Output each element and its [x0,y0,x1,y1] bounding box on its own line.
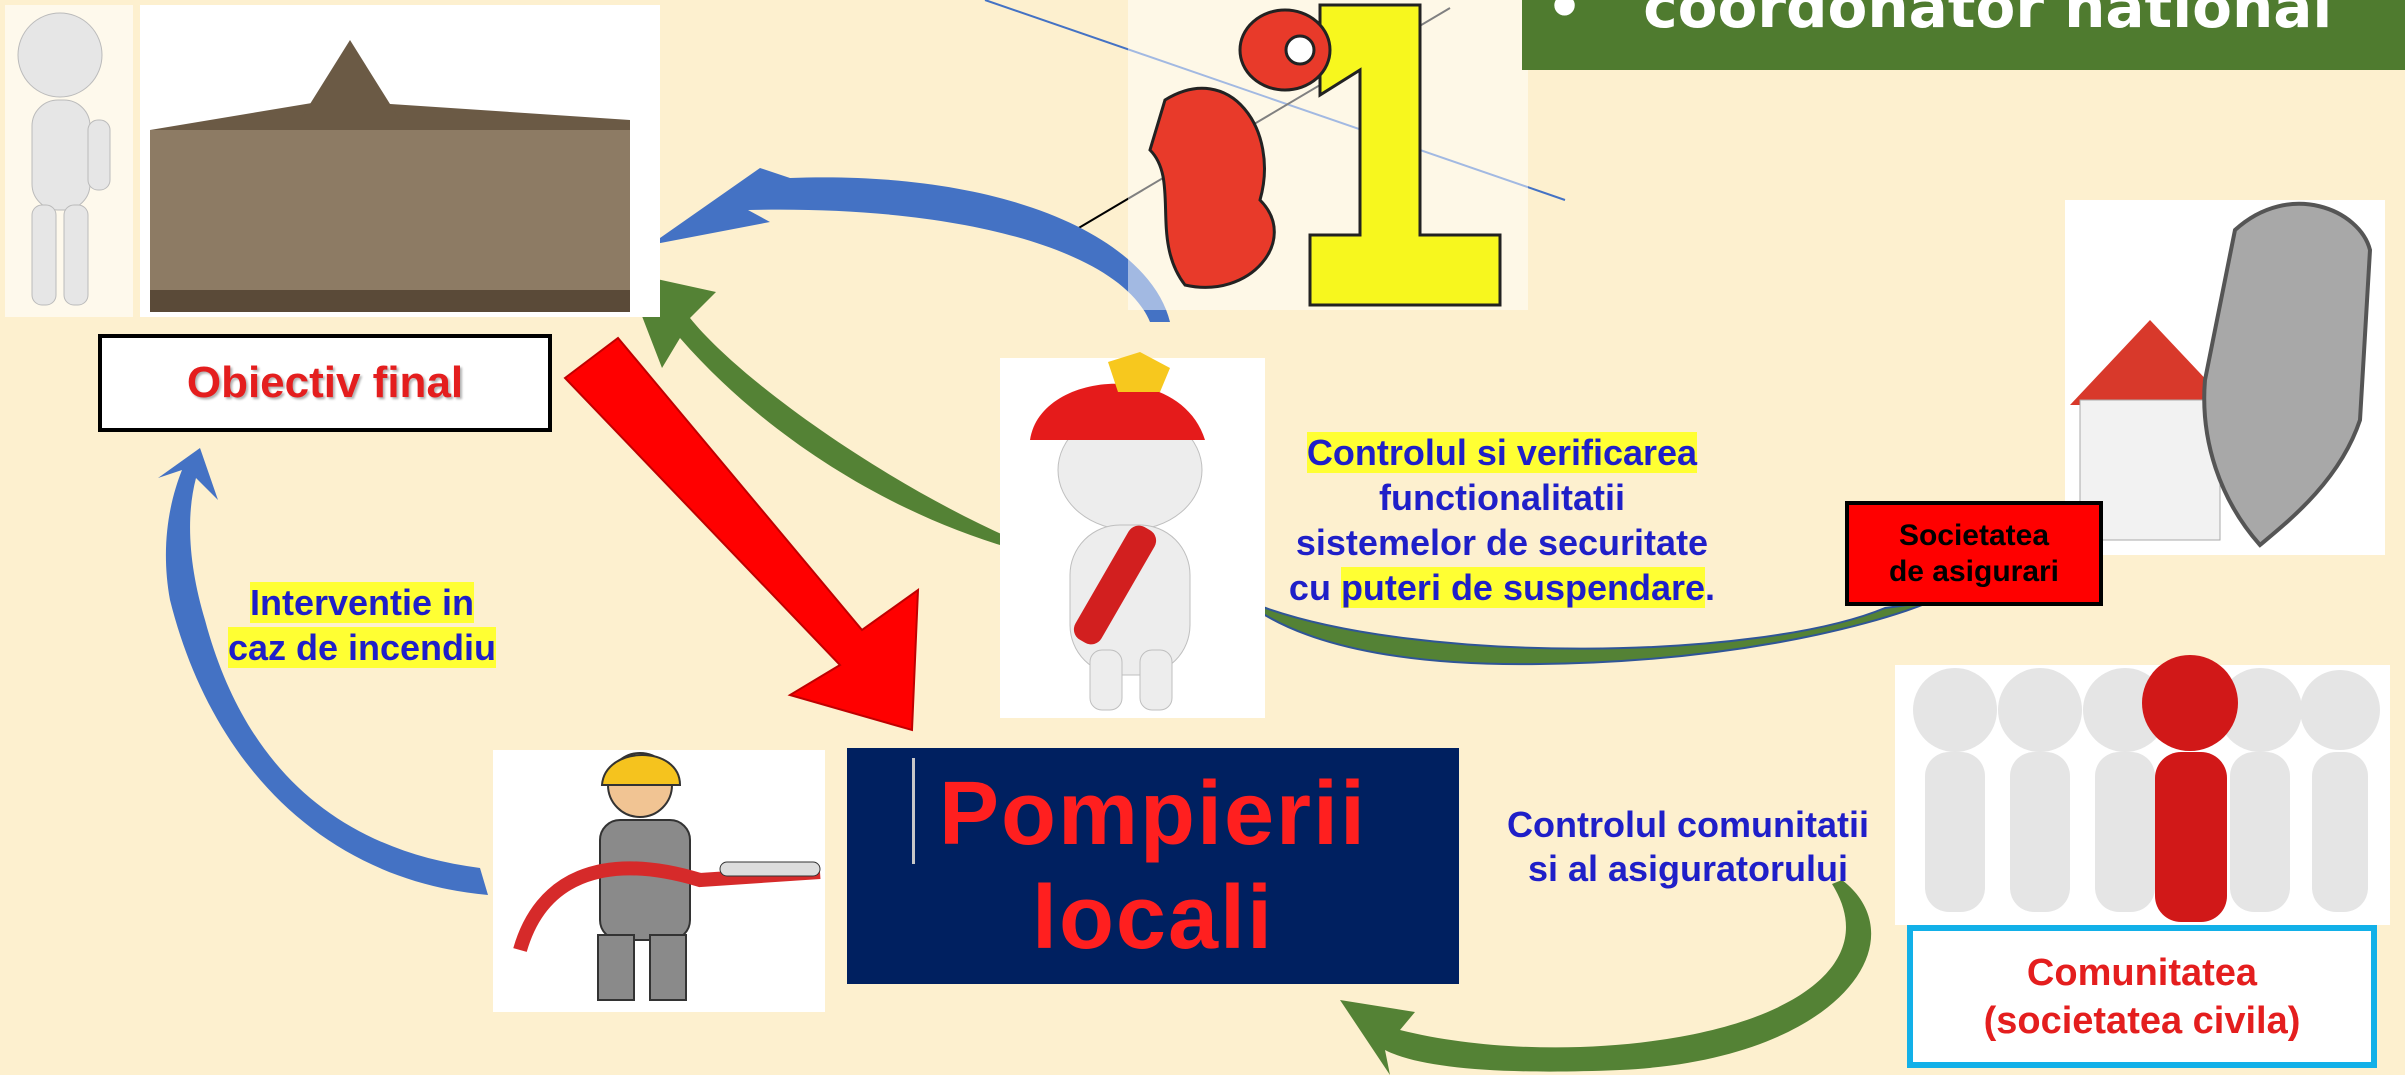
comunitatea-line1: Comunitatea [2026,951,2258,994]
objectiv-final-label: Obiectiv final [186,358,464,407]
interventie-line1: Interventie in [249,582,475,623]
comunitate-control-line2: si al asiguratorului [1527,848,1849,889]
red-arrow [563,336,920,732]
firefighter-figure-image [1000,352,1265,718]
building-image [140,5,660,317]
pompierii-line2: locali [1031,868,1275,968]
fire-mascot-image [1128,0,1528,310]
interventie-line2: caz de incendiu [227,627,497,668]
objectiv-final-box: Obiectiv final [98,334,552,432]
community-figures-image [1895,655,2390,925]
title-banner: • coordonator national [1522,0,2405,70]
societatea-box: Societatea de asigurari [1845,501,2103,606]
banner-bullet: • [1546,0,1584,41]
control-line3: sistemelor de securitate [1295,522,1709,563]
text-cursor-line [912,758,915,864]
pompierii-line1: Pompierii [938,764,1368,864]
green-arrow-right [1259,601,1931,666]
societatea-line1: Societatea [1898,518,2050,552]
pompierii-locali-box: Pompierii locali [847,748,1459,984]
blue-arrow-left [158,448,488,895]
blue-arrow-top [650,168,1170,322]
green-arrow-bottom [1340,880,1872,1075]
house-shield-image [2065,200,2385,555]
banner-title: coordonator national [1643,0,2333,41]
control-line2: functionalitatii [1379,477,1625,518]
controlul-comunitatii-label: Controlul comunitatii si al asiguratorul… [1478,803,1898,891]
control-line1: Controlul si verificarea [1306,432,1698,473]
comunitatea-box: Comunitatea (societatea civila) [1907,925,2377,1068]
thinking-figure-image [5,5,133,317]
green-arrow-left [625,272,1010,548]
interventie-label: Interventie in caz de incendiu [212,580,512,670]
control-verificare-label: Controlul si verificarea functionalitati… [1262,430,1742,610]
control-line4b: puteri de suspendare [1340,567,1706,608]
firefighter-cartoon-image [493,750,825,1012]
control-line4a: cu [1288,567,1341,608]
societatea-line2: de asigurari [1888,554,2060,588]
comunitatea-line2: (societatea civila) [1983,999,2301,1042]
control-line4c: . [1705,567,1716,608]
comunitate-control-line1: Controlul comunitatii [1507,804,1869,845]
